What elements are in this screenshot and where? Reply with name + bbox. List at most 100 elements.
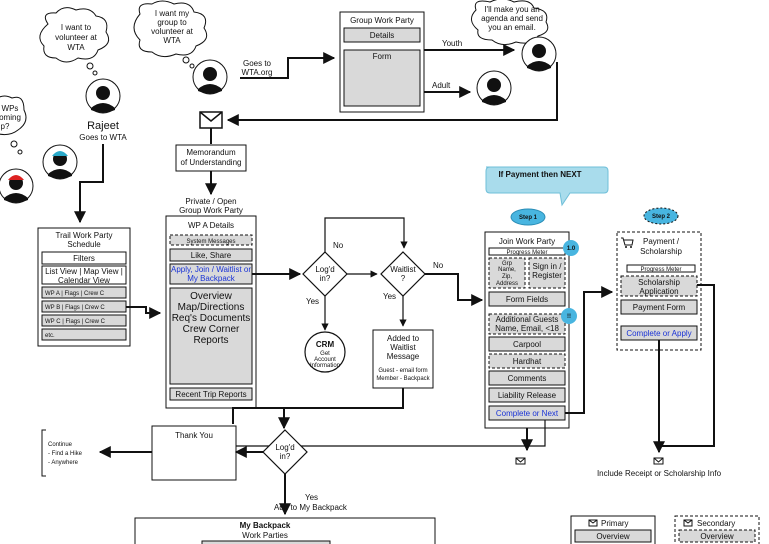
- overview-line-5: Reports: [193, 335, 228, 346]
- like-share-button[interactable]: [169, 248, 253, 262]
- volunteer-line-3: WTA: [67, 43, 85, 52]
- payment-email-icon: [653, 457, 664, 465]
- svg-text:List View | Map View |Calendar: List View | Map View |Calendar View: [45, 267, 123, 285]
- primary-email-icon: [588, 519, 598, 527]
- hardhat-field[interactable]: [488, 353, 566, 369]
- waitlist-line-2: ?: [401, 274, 406, 283]
- form-label: Form: [373, 52, 392, 61]
- person-caption: Goes to WTA: [79, 133, 127, 142]
- logged-in-2-line-2: in?: [280, 452, 291, 461]
- person-red-hat-icon: [0, 168, 34, 204]
- comments-label: Comments: [508, 374, 547, 383]
- arrow-to-email: [226, 62, 558, 126]
- like-share-label: Like, Share: [191, 251, 232, 260]
- step-2-label: Step 2: [652, 214, 671, 220]
- mou-line-1: Memorandum: [186, 148, 236, 157]
- group-line-1: I want my: [155, 9, 189, 18]
- group-work-party-panel: Group Work Party Details Form: [339, 11, 425, 113]
- payment-title-1: Payment /: [643, 237, 680, 246]
- recent-reports-button[interactable]: [169, 387, 253, 401]
- complete-next-label: Complete or Next: [496, 409, 559, 418]
- continue-title: Continue: [48, 442, 73, 448]
- step-1-badge: Step 1: [510, 208, 546, 226]
- badge-alert-label: !!: [567, 314, 571, 320]
- schedule-row-c[interactable]: [41, 314, 127, 327]
- overview-line-2: Map/Directions: [178, 302, 245, 313]
- guests-line-2: Name, Email, <18: [495, 324, 559, 333]
- guests-line-1: Additional Guests: [496, 315, 559, 324]
- group-form[interactable]: [343, 49, 421, 107]
- payment-form[interactable]: [620, 299, 698, 315]
- crm-title: CRM: [316, 340, 335, 349]
- comments-field[interactable]: [488, 370, 566, 386]
- system-messages: [169, 234, 253, 246]
- add-backpack-label: Add to My Backpack: [274, 503, 348, 512]
- group-work-party-title: Group Work Party: [350, 16, 414, 25]
- recent-reports-label: Recent Trip Reports: [175, 390, 246, 399]
- payment-callout: If Payment then NEXT: [485, 166, 609, 207]
- waitlist-no-label: No: [433, 261, 444, 270]
- open-group-panel: WP A Details System Messages Like, Share…: [165, 215, 257, 409]
- waitlist-decision: Waitlist?: [380, 251, 426, 297]
- grp-line-4: Address: [496, 281, 518, 287]
- schedule-title-2: Schedule: [67, 240, 101, 249]
- step-2-badge: Step 2: [643, 207, 679, 225]
- additional-guests-fields[interactable]: [488, 313, 566, 335]
- group-info-fields[interactable]: [488, 257, 526, 289]
- open-heading-2: Group Work Party: [179, 206, 243, 215]
- arrow-schedule-open: [126, 306, 162, 319]
- liability-label: Liability Release: [498, 391, 557, 400]
- receipt-label: Include Receipt or Scholarship Info: [597, 469, 722, 478]
- form-fields[interactable]: [488, 291, 566, 307]
- schedule-row-b-label: WP B | Flags | Crew C: [45, 305, 105, 311]
- arrow-to-schedule: [74, 144, 104, 224]
- grp-line-2: Name,: [498, 267, 516, 273]
- schedule-row-etc[interactable]: [41, 328, 127, 341]
- person-blue-hat-icon: [42, 144, 78, 180]
- arrow-waitlist-join: [425, 273, 484, 306]
- view-switcher[interactable]: [41, 265, 127, 285]
- waitlist-line-1: Waitlist: [390, 265, 416, 274]
- agenda-line-3: you an email.: [488, 23, 536, 32]
- sign-in-register-button[interactable]: [528, 257, 566, 289]
- step-1-label: Step 1: [519, 215, 538, 221]
- logged-in-no-label: No: [333, 241, 344, 250]
- mou-line-2: of Understanding: [181, 158, 242, 167]
- svg-text:Payment /Scholarship: Payment /Scholarship: [640, 237, 682, 256]
- schedule-row-a[interactable]: [41, 286, 127, 299]
- person-adult-icon: [476, 70, 512, 106]
- arrow-join-thankyou: [232, 420, 546, 447]
- badge-alert: !!: [561, 308, 577, 324]
- details-field[interactable]: [343, 27, 421, 43]
- svg-text:Log'din?: Log'din?: [275, 443, 294, 461]
- legend-primary: Primary Overview: [570, 515, 656, 544]
- arrow-added-loggedin: [232, 388, 404, 424]
- person-youth-icon: [521, 36, 557, 72]
- liability-release-field[interactable]: [488, 387, 566, 403]
- schedule-row-c-label: WP C | Flags | Crew C: [45, 319, 106, 325]
- backpack-sub: Work Parties: [242, 531, 288, 540]
- email-icon: [199, 111, 223, 129]
- filters-button[interactable]: [41, 251, 127, 265]
- continue-item-1: - Find a Hike: [48, 451, 83, 457]
- payment-title-2: Scholarship: [640, 247, 682, 256]
- arrow-to-group-form: [240, 52, 336, 79]
- view-line-2: Calendar View: [58, 276, 110, 285]
- volunteer-line-1: I want to: [61, 23, 92, 32]
- logged-in-line-2: in?: [320, 274, 331, 283]
- crm-sub-2: Account: [314, 357, 336, 363]
- join-title: Join Work Party: [499, 237, 555, 246]
- scholarship-line-1: Scholarship: [638, 278, 680, 287]
- carpool-field[interactable]: [488, 336, 566, 352]
- logged-in-line-1: Log'd: [315, 265, 334, 274]
